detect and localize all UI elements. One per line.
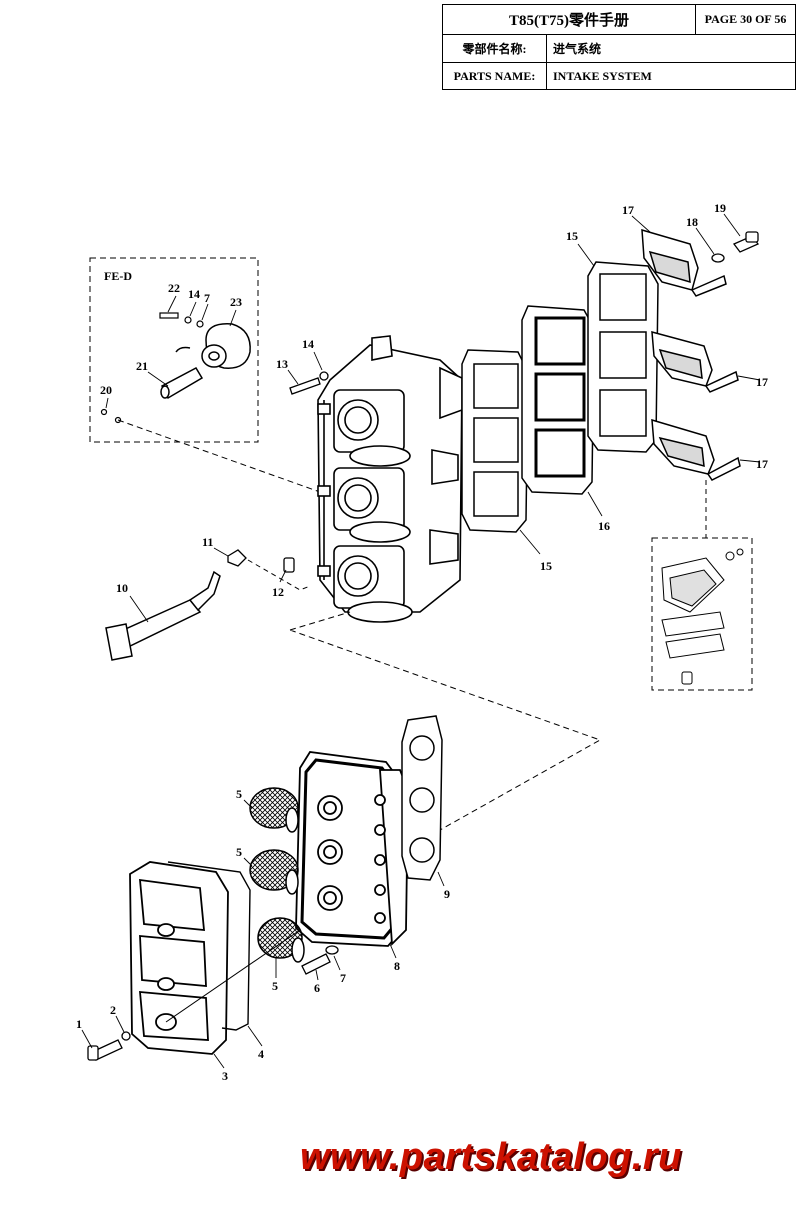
washer-part-2 <box>121 1031 131 1041</box>
callout-9: 9 <box>444 887 450 901</box>
carburetor-assembly <box>317 335 463 623</box>
cover-gasket-part-4 <box>167 861 251 1031</box>
watermark-url: www.partskatalog.ru <box>300 1136 682 1178</box>
callout-5-middle: 5 <box>236 845 242 859</box>
callout-21: 21 <box>136 359 148 373</box>
callout-4: 4 <box>258 1047 264 1061</box>
callout-20: 20 <box>100 383 112 397</box>
callout-14: 14 <box>302 337 314 351</box>
reed-detail-parts <box>661 548 744 685</box>
gasket-part-15-left <box>461 349 529 533</box>
parts-name-cn-label: 零部件名称: <box>443 35 547 62</box>
fitting-part-12 <box>283 557 295 573</box>
callout-14-inset: 14 <box>188 287 200 301</box>
flame-arrestor-part-5-bottom <box>257 917 305 963</box>
callout-23: 23 <box>230 295 242 309</box>
manual-title: T85(T75)零件手册 <box>508 13 629 29</box>
callout-7-inset: 7 <box>204 291 210 305</box>
plunger-part-21 <box>160 367 204 400</box>
intake-silencer-part-8 <box>295 751 409 947</box>
parts-name-en-label: PARTS NAME: <box>443 63 547 89</box>
callout-22: 22 <box>168 281 180 295</box>
callout-3: 3 <box>222 1069 228 1083</box>
callout-2: 2 <box>110 1003 116 1017</box>
reed-valve-part-17-bottom <box>651 418 741 481</box>
callout-18: 18 <box>686 215 698 229</box>
airbox-gasket-part-9 <box>401 715 443 881</box>
callout-8: 8 <box>394 959 400 973</box>
callout-17-top: 17 <box>622 203 634 217</box>
inset-fe-d-label: FE-D <box>104 269 132 283</box>
screw-part-19 <box>732 231 760 253</box>
page-number: PAGE 30 OF 56 <box>695 5 795 34</box>
parts-name-en-row: PARTS NAME: INTAKE SYSTEM <box>443 63 795 89</box>
gasket-part-15-right <box>587 261 659 453</box>
flame-arrestor-part-5-top <box>249 787 299 833</box>
callout-10: 10 <box>116 581 128 595</box>
callout-16: 16 <box>598 519 610 533</box>
screw-part-6 <box>301 953 331 975</box>
callout-5-top: 5 <box>236 787 242 801</box>
reed-valve-part-17-top <box>641 228 727 297</box>
inset-fe-d-box <box>89 257 259 443</box>
callout-1: 1 <box>76 1017 82 1031</box>
callout-7: 7 <box>340 971 346 985</box>
leader-lines <box>81 213 761 1069</box>
solenoid-part-23 <box>175 323 251 369</box>
choke-lever-part-10 <box>105 570 221 661</box>
title-row: T85(T75)零件手册 PAGE 30 OF 56 <box>443 5 795 35</box>
callout-6: 6 <box>314 981 320 995</box>
gasket-part-16 <box>521 305 595 495</box>
reed-valve-part-17-middle <box>651 330 739 393</box>
callout-15-right: 15 <box>566 229 578 243</box>
silencer-cover-part-3 <box>129 861 229 1055</box>
nut-part-11 <box>227 549 247 567</box>
inset-small-parts <box>100 312 204 424</box>
callout-15-left: 15 <box>540 559 552 573</box>
flame-arrestor-part-5-middle <box>249 849 299 895</box>
callout-17-middle: 17 <box>756 375 768 389</box>
washer-part-18 <box>711 253 725 263</box>
parts-name-en-value: INTAKE SYSTEM <box>553 68 652 83</box>
reed-detail-box <box>651 537 753 691</box>
callout-5-bottom: 5 <box>272 979 278 993</box>
screw-part-13 <box>289 371 329 395</box>
callout-11: 11 <box>202 535 213 549</box>
callout-17-bottom: 17 <box>756 457 768 471</box>
callout-19: 19 <box>714 201 726 215</box>
parts-name-cn-value: 进气系统 <box>553 42 602 56</box>
callout-12: 12 <box>272 585 284 599</box>
callout-13: 13 <box>276 357 288 371</box>
screw-part-1 <box>87 1039 123 1061</box>
washer-part-7-lower <box>325 945 339 955</box>
parts-name-cn-row: 零部件名称: 进气系统 <box>443 35 795 63</box>
title-block: T85(T75)零件手册 PAGE 30 OF 56 零部件名称: 进气系统 P… <box>442 4 796 90</box>
